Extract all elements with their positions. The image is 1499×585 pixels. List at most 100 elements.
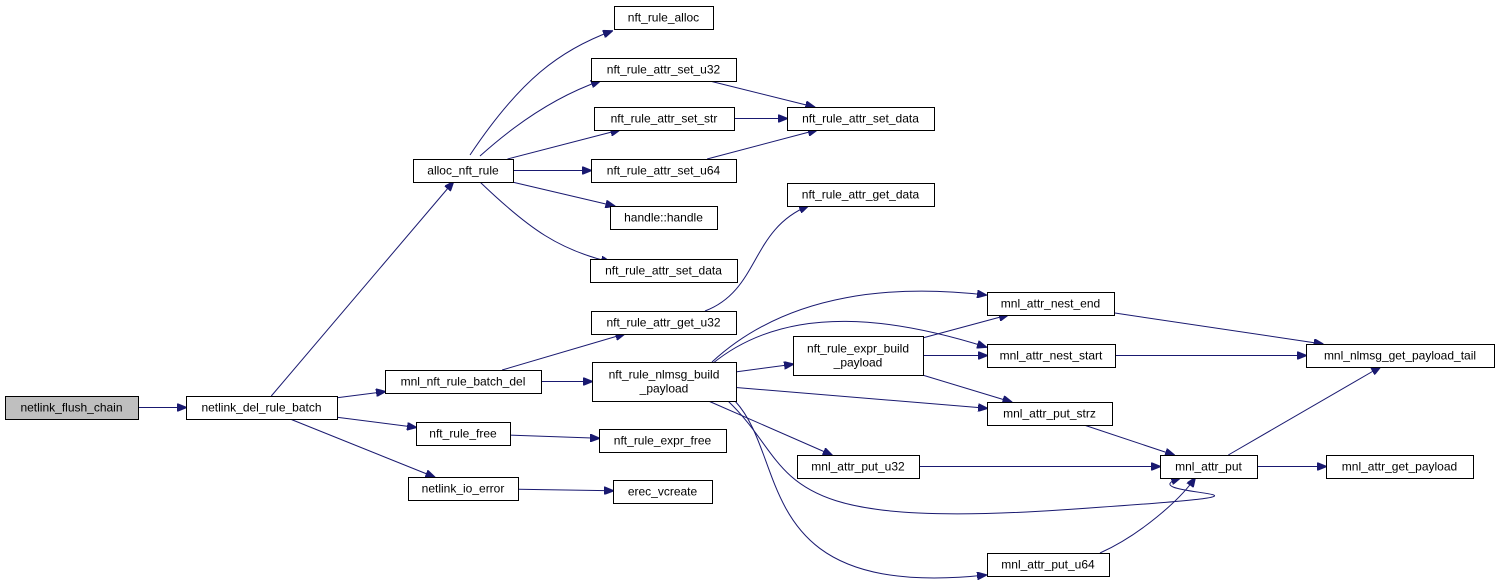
edge-nft_rule_free-to-nft_rule_expr_free <box>509 435 599 438</box>
node-nft-rule-attr-set-str[interactable]: nft_rule_attr_set_str <box>594 107 735 131</box>
node-box <box>793 336 924 376</box>
edge-mnl_attr_put_strz-to-mnl_attr_put <box>1083 424 1174 455</box>
node-label: netlink_flush_chain <box>20 401 122 415</box>
node-box <box>1306 344 1495 368</box>
edge-nft_rule_attr_set_u32-to-nft_rule_attr_set_data_a <box>709 80 815 107</box>
node-nft-rule-attr-get-data[interactable]: nft_rule_attr_get_data <box>787 183 935 207</box>
node-box <box>592 362 737 402</box>
node-box <box>787 183 935 207</box>
node-box <box>1326 455 1474 479</box>
node-box <box>5 396 139 420</box>
node-handle-handle[interactable]: handle::handle <box>610 206 718 230</box>
node-label: alloc_nft_rule <box>427 164 499 178</box>
node-label: nft_rule_alloc <box>628 11 699 25</box>
edge-nft_rule_nlmsg_build_payload-to-mnl_attr_put <box>727 400 1216 515</box>
edge-mnl_attr_put_u64-to-mnl_attr_put <box>1099 478 1195 554</box>
node-box <box>591 311 737 335</box>
node-label: mnl_attr_get_payload <box>1342 460 1457 474</box>
node-nft-rule-alloc[interactable]: nft_rule_alloc <box>614 6 714 30</box>
edge-nft_rule_nlmsg_build_payload-to-mnl_attr_put_u64 <box>734 400 986 578</box>
node-erec-vcreate[interactable]: erec_vcreate <box>613 480 713 504</box>
node-label: handle::handle <box>624 211 703 225</box>
edge-alloc_nft_rule-to-nft_rule_attr_set_u32 <box>479 81 600 157</box>
node-nft-rule-expr-free[interactable]: nft_rule_expr_free <box>599 429 727 453</box>
node-label: nft_rule_attr_set_str <box>611 112 718 126</box>
node-box <box>787 107 935 131</box>
node-box <box>186 396 338 420</box>
edge-nft_rule_nlmsg_build_payload-to-mnl_attr_nest_end <box>711 291 986 363</box>
edge-mnl_attr_nest_end-to-mnl_nlmsg_get_payload_tail <box>1113 312 1323 344</box>
edge-alloc_nft_rule-to-handle_handle <box>511 181 614 206</box>
node-label: mnl_attr_put_u32 <box>811 460 905 474</box>
node-nft-rule-attr-set-data-b[interactable]: nft_rule_attr_set_data <box>590 259 738 283</box>
edge-netlink_io_error-to-erec_vcreate <box>517 489 613 491</box>
edge-nft_rule_nlmsg_build_payload-to-mnl_attr_put_u32 <box>708 400 832 455</box>
node-box <box>590 259 738 283</box>
edge-nft_rule_attr_get_u32-to-nft_rule_attr_get_data <box>704 206 808 312</box>
node-mnl-nft-rule-batch-del[interactable]: mnl_nft_rule_batch_del <box>385 370 542 394</box>
node-alloc-nft-rule[interactable]: alloc_nft_rule <box>413 159 514 183</box>
node-mnl-attr-get-payload[interactable]: mnl_attr_get_payload <box>1326 455 1474 479</box>
node-box <box>594 107 735 131</box>
node-nft-rule-attr-set-u64[interactable]: nft_rule_attr_set_u64 <box>591 159 737 183</box>
node-nft-rule-attr-get-u32[interactable]: nft_rule_attr_get_u32 <box>591 311 737 335</box>
node-label: mnl_nlmsg_get_payload_tail <box>1324 349 1476 363</box>
node-box <box>797 455 920 479</box>
edge-netlink_del_rule_batch-to-nft_rule_free <box>336 416 416 427</box>
node-nft-rule-expr-build-payload[interactable]: nft_rule_expr_build_payload <box>793 336 924 376</box>
node-mnl-attr-put-strz[interactable]: mnl_attr_put_strz <box>987 402 1113 426</box>
node-mnl-attr-put-u32[interactable]: mnl_attr_put_u32 <box>797 455 920 479</box>
node-label: nft_rule_attr_set_data <box>802 112 919 126</box>
edge-nft_rule_nlmsg_build_payload-to-nft_rule_expr_build_payload <box>735 364 793 373</box>
node-box <box>987 402 1113 426</box>
node-label: nft_rule_attr_set_u64 <box>607 164 721 178</box>
node-netlink-io-error[interactable]: netlink_io_error <box>408 477 519 501</box>
node-label: mnl_attr_put_u64 <box>1001 558 1095 572</box>
node-label: nft_rule_nlmsg_build <box>609 368 720 382</box>
node-box <box>385 370 542 394</box>
node-box <box>416 422 511 446</box>
node-box <box>987 344 1116 368</box>
node-label: nft_rule_attr_set_data <box>605 264 722 278</box>
edge-nft_rule_expr_build_payload-to-mnl_attr_put_strz <box>922 374 1011 402</box>
node-box <box>987 553 1110 577</box>
nodes-layer: netlink_flush_chain netlink_del_rule_batc… <box>5 6 1495 577</box>
node-nft-rule-attr-set-data-a[interactable]: nft_rule_attr_set_data <box>787 107 935 131</box>
node-label: mnl_attr_put <box>1175 460 1242 474</box>
node-box <box>987 292 1115 316</box>
edge-netlink_del_rule_batch-to-alloc_nft_rule <box>270 182 453 397</box>
node-box <box>408 477 519 501</box>
edge-alloc_nft_rule-to-nft_rule_attr_set_data_b <box>479 181 610 262</box>
node-label: nft_rule_expr_build <box>807 342 909 356</box>
node-label: _payload <box>833 356 883 370</box>
node-mnl-attr-nest-end[interactable]: mnl_attr_nest_end <box>987 292 1115 316</box>
edge-mnl_nft_rule_batch_del-to-nft_rule_attr_get_u32 <box>501 334 624 371</box>
node-mnl-attr-nest-start[interactable]: mnl_attr_nest_start <box>987 344 1116 368</box>
edge-alloc_nft_rule-to-nft_rule_alloc <box>469 31 612 156</box>
edge-nft_rule_nlmsg_build_payload-to-mnl_attr_nest_start <box>711 320 986 365</box>
node-box <box>591 159 737 183</box>
node-nft-rule-free[interactable]: nft_rule_free <box>416 422 511 446</box>
node-label: mnl_attr_put_strz <box>1003 407 1096 421</box>
edge-nft_rule_nlmsg_build_payload-to-mnl_attr_put_strz <box>735 387 987 409</box>
node-nft-rule-nlmsg-build-payload[interactable]: nft_rule_nlmsg_build_payload <box>592 362 737 402</box>
node-netlink-del-rule-batch[interactable]: netlink_del_rule_batch <box>186 396 338 420</box>
node-label: mnl_attr_nest_end <box>1001 297 1100 311</box>
node-label: netlink_del_rule_batch <box>201 401 321 415</box>
edge-mnl_attr_put-to-mnl_nlmsg_get_payload_tail <box>1228 367 1380 456</box>
node-nft-rule-attr-set-u32[interactable]: nft_rule_attr_set_u32 <box>591 58 737 82</box>
node-box <box>1160 455 1258 479</box>
node-box <box>610 206 718 230</box>
node-mnl-nlmsg-get-payload-tail[interactable]: mnl_nlmsg_get_payload_tail <box>1306 344 1495 368</box>
node-label: netlink_io_error <box>422 482 505 496</box>
node-label: nft_rule_attr_get_u32 <box>606 316 720 330</box>
edge-netlink_del_rule_batch-to-mnl_nft_rule_batch_del <box>336 392 385 399</box>
node-mnl-attr-put[interactable]: mnl_attr_put <box>1160 455 1258 479</box>
node-label: nft_rule_attr_set_u32 <box>607 63 721 77</box>
node-box <box>599 429 727 453</box>
node-mnl-attr-put-u64[interactable]: mnl_attr_put_u64 <box>987 553 1110 577</box>
node-box <box>614 6 714 30</box>
node-box <box>613 480 713 504</box>
node-netlink-flush-chain[interactable]: netlink_flush_chain <box>5 396 139 420</box>
edge-nft_rule_attr_set_u64-to-nft_rule_attr_set_data_a <box>706 130 817 160</box>
